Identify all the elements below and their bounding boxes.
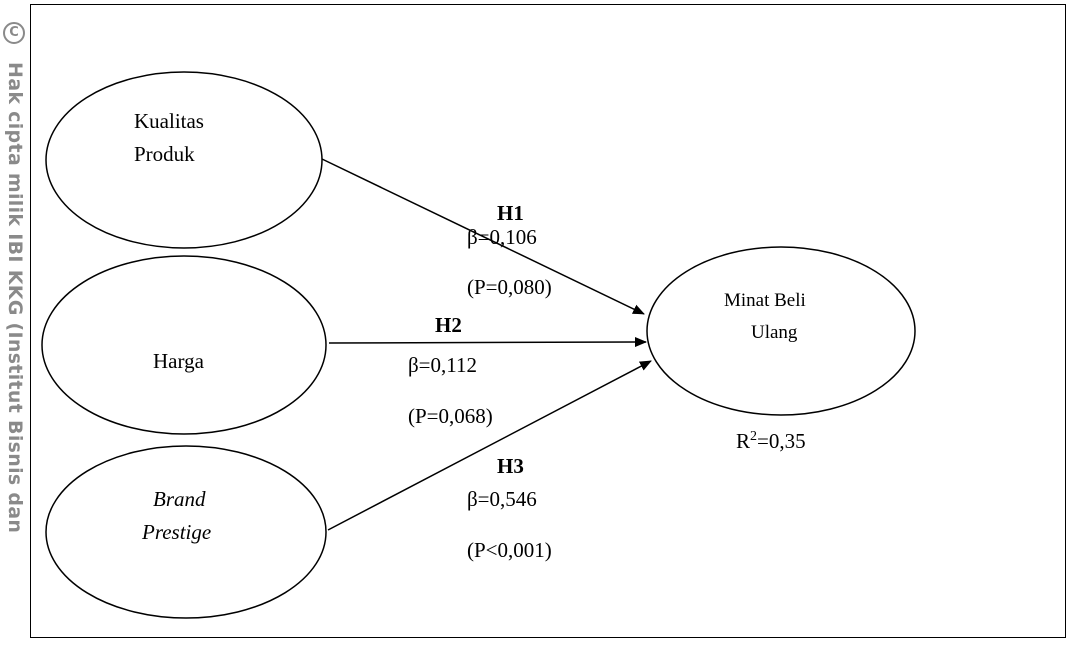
path-h1-label: H1 <box>497 201 524 225</box>
watermark-text: Hak cipta milik IBI KKG (Institut Bisnis… <box>4 62 26 534</box>
node-minat-beli-ulang-label-line1: Minat Beli <box>724 290 806 311</box>
r-squared-value: =0,35 <box>757 429 806 453</box>
copyright-icon: C <box>3 22 25 44</box>
path-h1-beta: β=0,106 <box>467 225 537 249</box>
r-squared-superscript: 2 <box>750 429 757 444</box>
node-brand-prestige-label-line1: Brand <box>153 487 206 511</box>
node-brand-prestige <box>45 445 327 619</box>
path-h2-arrow <box>328 337 647 348</box>
node-minat-beli-ulang-label-line2: Ulang <box>751 322 798 343</box>
path-h3-label: H3 <box>497 454 524 478</box>
r-squared-label: R2=0,35 <box>736 429 806 453</box>
node-harga <box>41 255 327 435</box>
path-h2-p-value: (P=0,068) <box>408 404 493 428</box>
path-h1-p-value: (P=0,080) <box>467 275 552 299</box>
node-brand-prestige-label-line2: Prestige <box>141 520 211 544</box>
r-squared-prefix: R <box>736 429 750 453</box>
path-h3-p-value: (P<0,001) <box>467 538 552 562</box>
node-harga-label: Harga <box>153 349 205 373</box>
copyright-watermark: C Hak cipta milik IBI KKG (Institut Bisn… <box>0 0 30 645</box>
node-kualitas-produk-label-line1: Kualitas <box>134 109 204 133</box>
path-h2-label: H2 <box>435 313 462 337</box>
node-kualitas-produk <box>45 71 323 249</box>
node-kualitas-produk-label-line2: Produk <box>134 142 195 166</box>
path-h3-beta: β=0,546 <box>467 487 537 511</box>
path-h1-arrow <box>321 158 645 315</box>
node-minat-beli-ulang <box>646 246 916 416</box>
path-h2-beta: β=0,112 <box>408 353 477 377</box>
path-h3-arrow <box>327 360 652 531</box>
